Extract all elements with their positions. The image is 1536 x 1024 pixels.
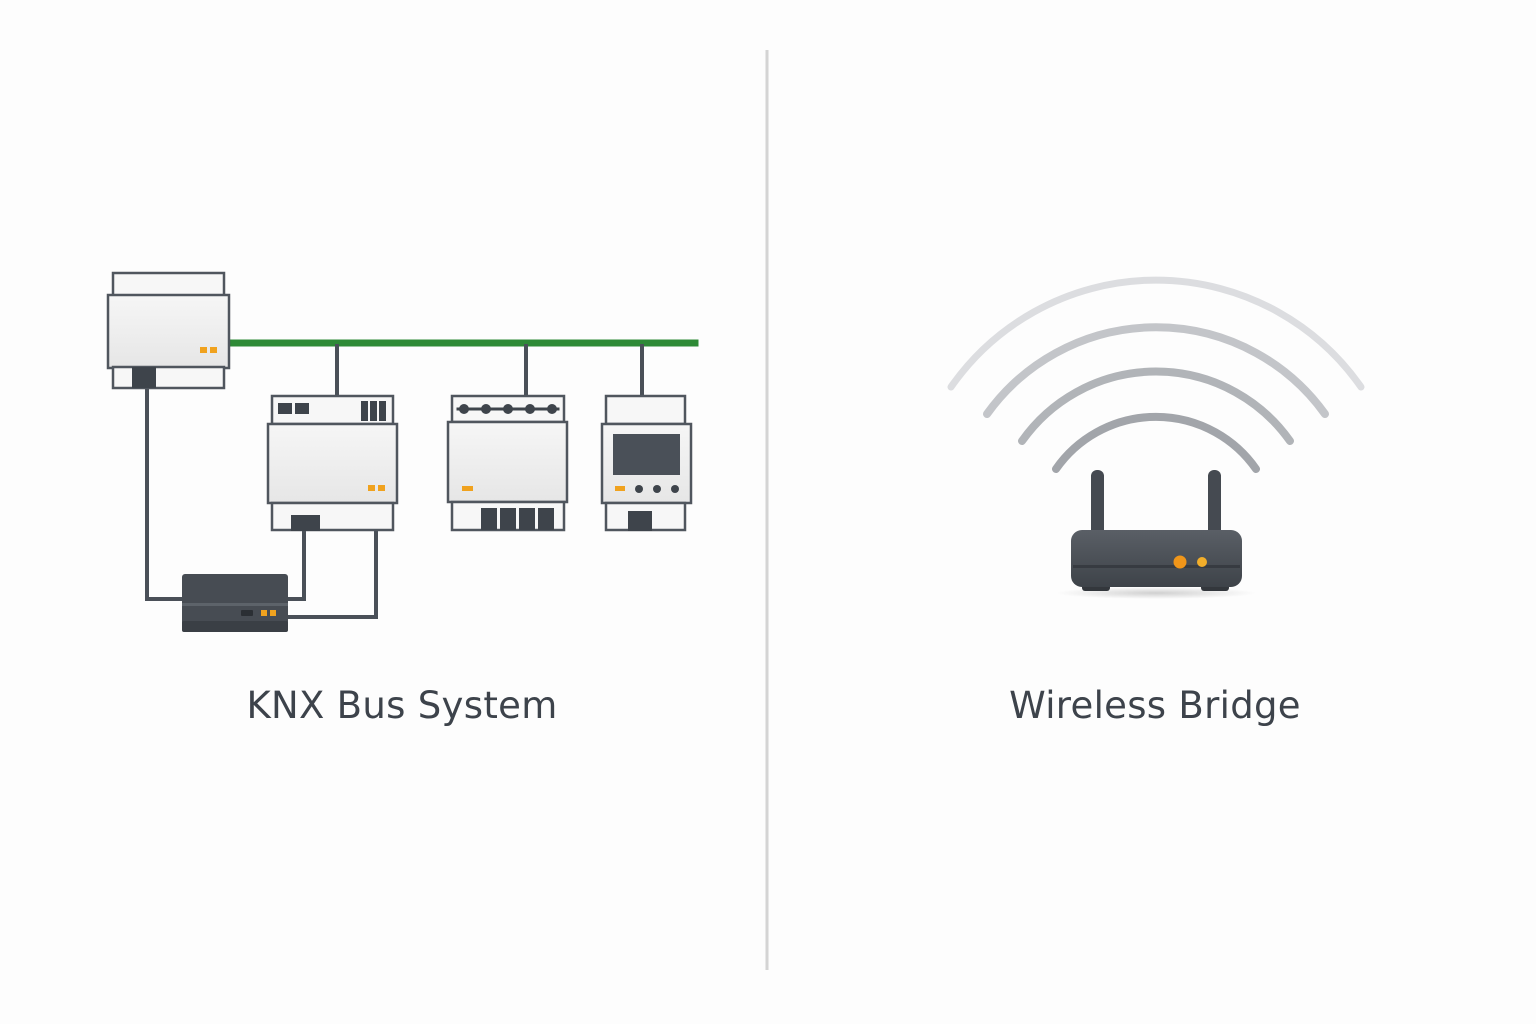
interface-wires xyxy=(145,386,378,619)
knx-bus-caption: KNX Bus System xyxy=(246,684,558,727)
wireless-bridge-diagram xyxy=(947,276,1365,599)
knx-actuator-icon xyxy=(266,394,399,532)
knx-switch-module-icon xyxy=(446,394,569,532)
knx-interface-icon xyxy=(182,574,288,632)
knx-bus-diagram xyxy=(106,271,699,632)
knx-power-supply-icon xyxy=(106,271,231,390)
bus-drop-wires xyxy=(335,344,644,398)
wireless-bridge-caption: Wireless Bridge xyxy=(1009,684,1301,727)
wifi-signal-icon xyxy=(947,276,1365,473)
knx-display-module-icon xyxy=(600,394,693,532)
router-icon xyxy=(1056,470,1256,599)
